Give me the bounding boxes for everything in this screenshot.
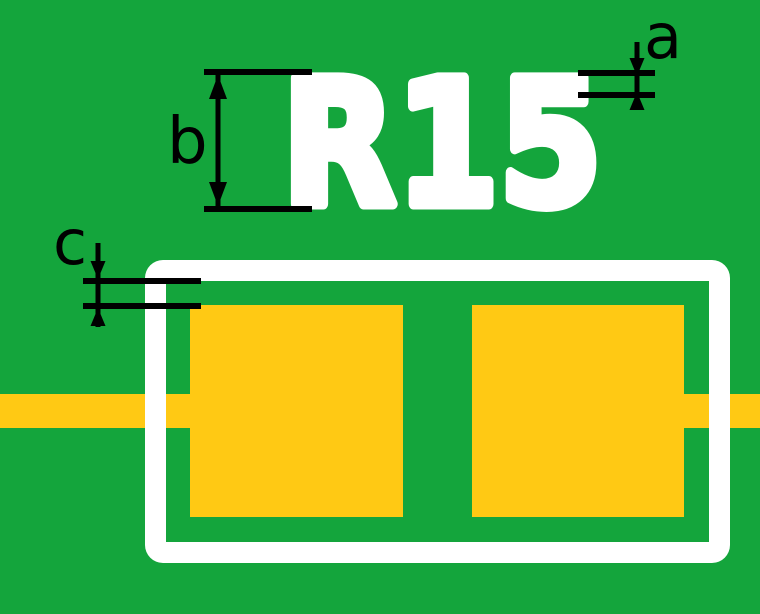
dim-a-arrow-up-icon: [629, 92, 645, 110]
dim-b-arrow-down-icon: [209, 182, 227, 206]
dim-c-arrow-up-icon: [90, 308, 106, 326]
dimension-label-a: a: [644, 0, 682, 73]
silkscreen-text: R15: [282, 43, 602, 245]
dim-c-arrow-down-icon: [90, 261, 106, 279]
silkscreen-outline: [145, 260, 730, 563]
copper-pad-right: [472, 305, 684, 517]
dim-a-arrow-down-icon: [629, 58, 645, 76]
dimension-label-c: c: [53, 206, 88, 279]
copper-pad-left: [190, 305, 403, 517]
dimension-label-b: b: [167, 105, 208, 179]
dim-b-arrow-up-icon: [209, 75, 227, 99]
dimension-b: [204, 69, 312, 212]
